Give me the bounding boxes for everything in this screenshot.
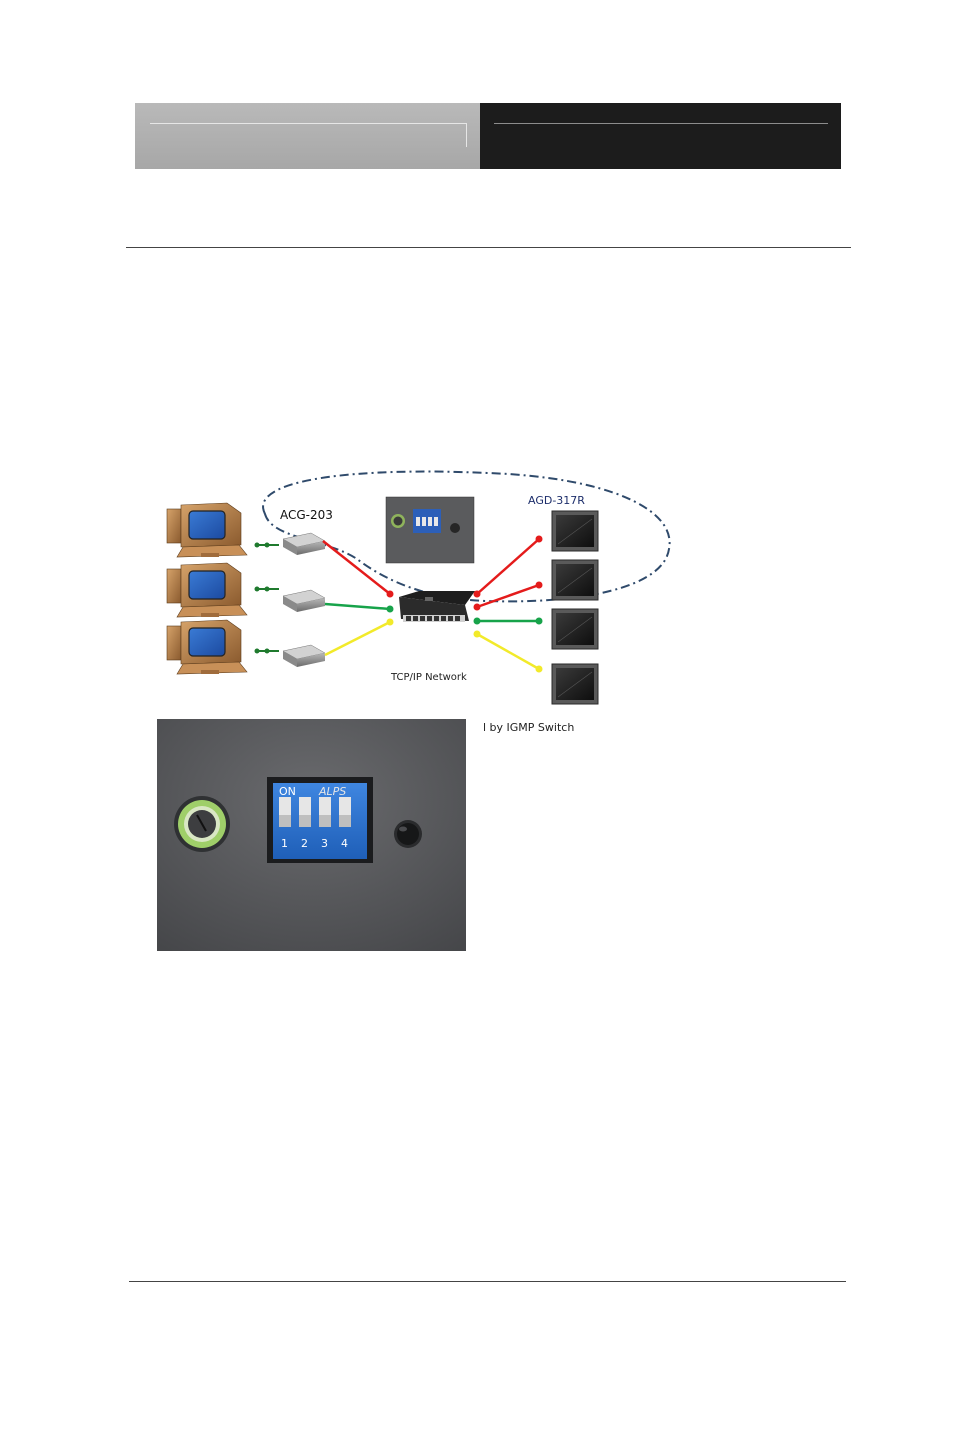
link-red-out-1 — [476, 538, 540, 595]
header-band-right — [480, 103, 841, 169]
dip-switch-photo: ON ALPS 1 2 3 4 — [157, 719, 466, 951]
link-green-in — [324, 602, 391, 611]
header-left-tick — [466, 123, 467, 147]
dip-switch-block: ON ALPS 1 2 3 4 — [267, 777, 373, 863]
encoder-3-icon — [282, 644, 326, 668]
link-yellow-in — [324, 620, 391, 657]
group-outline — [262, 470, 671, 603]
pc-3-icon — [166, 619, 248, 675]
igmp-switch-icon — [399, 591, 475, 622]
section-rule-bottom — [129, 1281, 846, 1282]
display-panel-1-icon — [551, 510, 599, 552]
encoder-1-icon — [282, 532, 326, 556]
header-band-left — [135, 103, 480, 169]
pc-encoder-links — [257, 544, 279, 652]
header-left-rule — [150, 123, 467, 124]
network-diagram: ACG-203 AGD-317R TCP/IP Network — [157, 459, 675, 713]
section-rule-top — [126, 247, 851, 248]
display-panel-3-icon — [551, 608, 599, 650]
audio-jack-icon — [174, 796, 230, 852]
encoder-label: ACG-203 — [280, 508, 333, 522]
dip-position-4: 4 — [341, 837, 348, 850]
header-right-rule — [494, 123, 828, 124]
encoder-2-icon — [282, 589, 326, 613]
inset-dip-photo — [385, 496, 475, 564]
link-yellow-out — [476, 632, 540, 671]
network-label: TCP/IP Network — [390, 672, 467, 683]
dip-position-2: 2 — [301, 837, 308, 850]
display-label: AGD-317R — [528, 494, 585, 507]
dip-brand-logo: ALPS — [318, 785, 346, 798]
reset-hole-icon — [394, 820, 422, 848]
link-red-out-2 — [476, 583, 540, 609]
dip-position-3: 3 — [321, 837, 328, 850]
display-panel-4-icon — [551, 663, 599, 705]
dip-position-1: 1 — [281, 837, 288, 850]
pc-2-icon — [166, 562, 248, 618]
pc-1-icon — [166, 502, 248, 558]
display-panel-2-icon — [551, 559, 599, 601]
link-red-in — [322, 540, 391, 595]
diagram-caption: l by IGMP Switch — [483, 721, 575, 734]
dip-on-label: ON — [279, 785, 296, 798]
